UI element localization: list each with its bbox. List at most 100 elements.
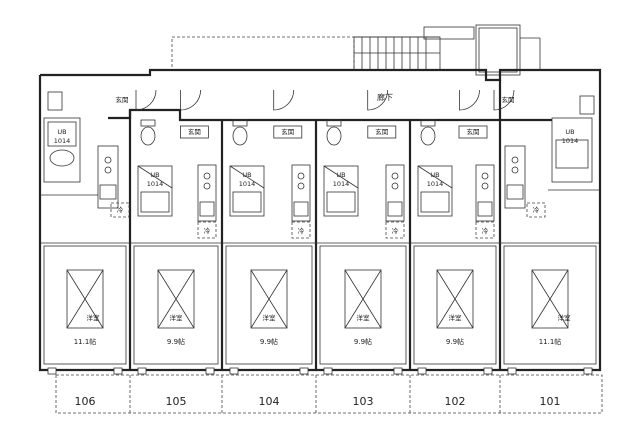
kitchen-counter xyxy=(291,164,311,222)
kitchen-counter xyxy=(197,164,217,222)
unit-101-wet-area xyxy=(504,95,600,209)
bathtub xyxy=(326,191,356,213)
fridge-label: 冷 xyxy=(204,226,211,235)
door-swing xyxy=(135,89,157,111)
room-name-label: 洋室 xyxy=(87,313,101,322)
closet-box xyxy=(531,269,569,329)
bath-size-label: 1014 xyxy=(427,180,444,188)
bath-label: UB xyxy=(565,128,574,136)
column-mark xyxy=(113,367,123,375)
entry-box xyxy=(367,125,397,139)
door-swing xyxy=(459,89,480,111)
fridge-space xyxy=(385,221,405,239)
room-inner-outline xyxy=(503,245,597,365)
stair-landing xyxy=(423,24,541,76)
upper-balcony-outline xyxy=(171,36,355,71)
column-mark xyxy=(205,367,215,375)
stove-burner-icon xyxy=(203,172,211,180)
column-mark xyxy=(417,367,427,375)
fridge-space xyxy=(110,202,130,218)
bath-label: UB xyxy=(150,171,159,179)
closet-box xyxy=(344,269,382,329)
closet-box xyxy=(157,269,195,329)
fridge-space xyxy=(197,221,217,239)
closet-x xyxy=(531,269,569,329)
fridge-label: 冷 xyxy=(392,226,399,235)
toilet-icon xyxy=(326,126,342,146)
bath-block xyxy=(323,165,359,217)
closet-x xyxy=(157,269,195,329)
stove-burner-icon xyxy=(481,172,489,180)
fridge-label: 冷 xyxy=(117,205,124,214)
unit-number-label: 104 xyxy=(259,395,280,408)
bath-diagonal xyxy=(229,165,265,189)
toilet-icon xyxy=(420,126,436,146)
bath-size-label: 1014 xyxy=(562,137,579,145)
kitchen-sink xyxy=(387,201,403,217)
bath-size-label: 1014 xyxy=(333,180,350,188)
stove-burner-icon xyxy=(481,182,489,190)
room-inner-outline xyxy=(319,245,407,365)
entry-label: 玄関 xyxy=(116,95,129,104)
bath-diagonal xyxy=(323,165,359,189)
entry-label: 玄関 xyxy=(467,127,480,136)
bath-diagonal xyxy=(137,165,173,189)
unit-106-wet-area xyxy=(40,91,119,209)
column-mark xyxy=(393,367,403,375)
room-name-label: 洋室 xyxy=(170,313,184,322)
kitchen-counter xyxy=(475,164,495,222)
toilet-icon xyxy=(140,126,156,146)
column-mark xyxy=(323,367,333,375)
entry-box xyxy=(179,125,209,139)
column-mark xyxy=(137,367,147,375)
toilet-tank xyxy=(420,119,436,127)
stove-burner-icon xyxy=(297,182,305,190)
door-swing xyxy=(180,89,201,111)
unit-number-label: 106 xyxy=(75,395,96,408)
stove-burner-icon xyxy=(391,172,399,180)
bath-label: UB xyxy=(57,128,66,136)
entry-label: 玄関 xyxy=(502,95,515,104)
column-mark xyxy=(507,367,517,375)
unit-number-label: 102 xyxy=(445,395,466,408)
fridge-label: 冷 xyxy=(482,226,489,235)
kitchen-counter xyxy=(385,164,405,222)
column-mark xyxy=(299,367,309,375)
room-size-label: 9.9帖 xyxy=(260,337,278,346)
door-swing xyxy=(367,89,389,111)
room-size-label: 9.9帖 xyxy=(446,337,464,346)
room-name-label: 洋室 xyxy=(357,313,371,322)
room-size-label: 11.1帖 xyxy=(74,337,97,346)
room-inner-outline xyxy=(43,245,127,365)
fridge-space xyxy=(526,202,546,218)
entry-label: 玄関 xyxy=(375,127,388,136)
corridor-wall xyxy=(108,108,590,122)
entry-box xyxy=(458,125,488,139)
bath-diagonal xyxy=(417,165,453,189)
closet-x xyxy=(436,269,474,329)
room-size-label: 9.9帖 xyxy=(167,337,185,346)
column-mark xyxy=(583,367,593,375)
kitchen-sink xyxy=(293,201,309,217)
balconies xyxy=(55,374,603,414)
closet-x xyxy=(344,269,382,329)
closet-x xyxy=(66,269,104,329)
room-name-label: 洋室 xyxy=(449,313,463,322)
room-name-label: 洋室 xyxy=(558,313,572,322)
bath-size-label: 1014 xyxy=(239,180,256,188)
stove-burner-icon xyxy=(391,182,399,190)
corridor-label: 廊下 xyxy=(377,92,393,102)
closet-box xyxy=(436,269,474,329)
closet-x xyxy=(250,269,288,329)
fridge-space xyxy=(291,221,311,239)
entry-label: 玄関 xyxy=(281,127,294,136)
bath-label: UB xyxy=(336,171,345,179)
bath-size-label: 1014 xyxy=(54,137,71,145)
room-inner-outline xyxy=(413,245,497,365)
column-mark xyxy=(47,367,57,375)
